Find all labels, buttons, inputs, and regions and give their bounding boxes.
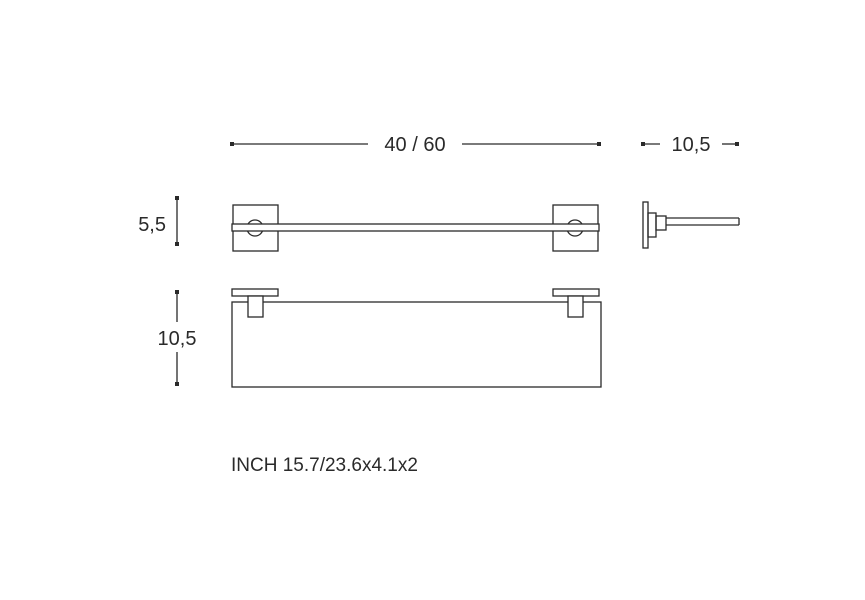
right-bracket-stem [567, 295, 584, 318]
shelf-dim-label: 10,5 [158, 328, 197, 350]
width-dim-end-left [230, 142, 234, 146]
side-bracket-arm [655, 215, 667, 231]
right-bracket-cap [552, 288, 600, 297]
depth-dim-label: 10,5 [672, 134, 711, 156]
front-view [231, 288, 602, 388]
depth-dim-end-left [641, 142, 645, 146]
inch-dimensions-caption: INCH 15.7/23.6x4.1x2 [231, 455, 418, 476]
depth-dim-end-right [735, 142, 739, 146]
bracket-height-dimension: 5,5 [138, 196, 179, 246]
left-bracket-stem [247, 295, 264, 318]
top-rail [231, 223, 600, 232]
width-dim-label: 40 / 60 [384, 134, 445, 156]
side-wall-plate [642, 201, 649, 249]
shelf-dim-end-top [175, 290, 179, 294]
side-view [642, 201, 740, 249]
top-view [231, 204, 600, 252]
bracket-dim-end-top [175, 196, 179, 200]
shelf-dim-end-bottom [175, 382, 179, 386]
side-bracket-block [647, 212, 657, 238]
width-dim-end-right [597, 142, 601, 146]
width-dimension: 40 / 60 [230, 134, 601, 156]
shelf-height-dimension: 10,5 [158, 290, 197, 386]
glass-shelf [231, 301, 602, 388]
bracket-dim-label: 5,5 [138, 214, 166, 236]
left-bracket-cap [231, 288, 279, 297]
depth-dimension: 10,5 [641, 134, 739, 156]
bracket-dim-end-bottom [175, 242, 179, 246]
